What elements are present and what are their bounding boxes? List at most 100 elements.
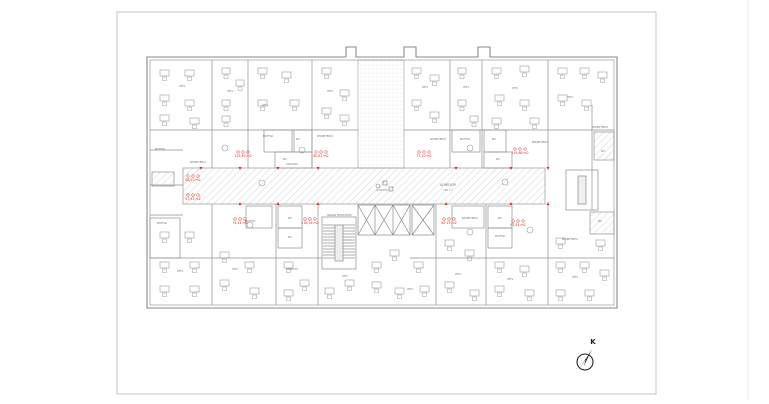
area-label: 85,15 m2 xyxy=(441,221,456,225)
chair xyxy=(558,296,563,301)
desk-set xyxy=(219,251,230,263)
desk xyxy=(555,289,566,297)
desk xyxy=(491,67,502,75)
chair xyxy=(558,244,563,249)
corridor xyxy=(182,167,546,205)
desk-set xyxy=(469,115,479,127)
chair xyxy=(223,122,229,127)
desk-set xyxy=(257,99,268,111)
desk xyxy=(557,67,568,75)
chair xyxy=(432,81,437,86)
desk-set xyxy=(579,261,590,273)
desk-set xyxy=(444,239,455,251)
desk-set xyxy=(159,69,170,81)
chair xyxy=(397,294,402,299)
bottom-room-partitions xyxy=(149,204,615,305)
area-label: 119,88 m2 xyxy=(511,151,528,155)
room-label: OFİS xyxy=(177,268,183,273)
desk xyxy=(413,261,424,269)
desk-set xyxy=(159,94,170,106)
desk-set xyxy=(299,279,310,291)
chair xyxy=(414,106,419,111)
chair xyxy=(558,268,563,273)
desk-set xyxy=(529,117,540,129)
room-label: YÖNETİCİ xyxy=(286,266,298,271)
desk-set xyxy=(235,79,245,91)
area-marker-dot xyxy=(518,147,522,151)
room-label: MUTFAK xyxy=(245,219,256,223)
chair xyxy=(374,288,379,293)
chair xyxy=(247,268,252,273)
desk xyxy=(159,261,170,269)
desk xyxy=(469,115,479,123)
desk xyxy=(244,261,255,269)
desk-set xyxy=(555,237,566,249)
desk-set xyxy=(159,285,170,297)
door-marker xyxy=(509,202,513,205)
area-marker xyxy=(417,150,431,154)
room-label: OFİS xyxy=(262,102,268,107)
desk-set xyxy=(557,94,568,106)
desk xyxy=(189,261,200,269)
desk-set xyxy=(444,281,455,293)
desk xyxy=(339,89,350,97)
room-label: OFİS xyxy=(567,94,573,99)
chair xyxy=(422,292,427,297)
desk-set xyxy=(321,107,332,119)
desk-set xyxy=(321,67,332,79)
room-label: WC xyxy=(601,149,606,153)
desk xyxy=(184,69,195,77)
chair xyxy=(459,74,465,79)
door-marker xyxy=(546,167,550,170)
area-marker-dot xyxy=(243,217,247,221)
chair xyxy=(447,246,452,251)
desk-set xyxy=(281,71,292,83)
room-label: MUTFAK xyxy=(263,134,274,138)
desk xyxy=(419,285,430,293)
chair xyxy=(447,288,452,293)
room-label: OFİS xyxy=(572,274,578,279)
room-label: OFİS xyxy=(463,84,469,89)
door-marker xyxy=(509,167,513,170)
desk-set xyxy=(221,115,231,127)
door-marker xyxy=(546,202,550,205)
desk xyxy=(555,237,566,245)
area-marker-dot xyxy=(236,150,240,154)
desk-set xyxy=(413,261,424,273)
meeting-table xyxy=(526,226,534,234)
chair xyxy=(223,74,229,79)
desk-set xyxy=(394,287,405,299)
desk xyxy=(159,94,170,102)
desk-set xyxy=(595,239,606,251)
north-arrow: K xyxy=(576,338,596,371)
table-top xyxy=(526,226,534,234)
area-label: 80,81 m2 xyxy=(313,154,328,158)
desk-set xyxy=(339,114,350,126)
desk-set xyxy=(371,281,382,293)
chair xyxy=(598,246,603,251)
chair xyxy=(260,106,265,111)
desk xyxy=(283,261,294,269)
chair xyxy=(374,268,379,273)
room-label: OFİS xyxy=(342,273,348,278)
table-top xyxy=(466,228,474,236)
room-label: WC xyxy=(288,235,293,239)
room-label: OFİS xyxy=(179,83,185,88)
desk xyxy=(221,115,231,123)
desk xyxy=(159,285,170,293)
area-marker-dot xyxy=(516,219,520,223)
desk xyxy=(519,65,530,73)
area-marker-dot xyxy=(447,217,451,221)
desk xyxy=(579,67,590,75)
desk xyxy=(524,289,535,297)
desk-set xyxy=(494,261,505,273)
chair xyxy=(187,106,192,111)
door-marker xyxy=(444,202,448,205)
room-label: MUTFAK xyxy=(495,234,506,238)
chair xyxy=(222,286,227,291)
chair xyxy=(600,78,605,83)
area-marker-dot xyxy=(521,219,525,223)
desk xyxy=(597,71,608,79)
desk-set xyxy=(389,249,400,261)
